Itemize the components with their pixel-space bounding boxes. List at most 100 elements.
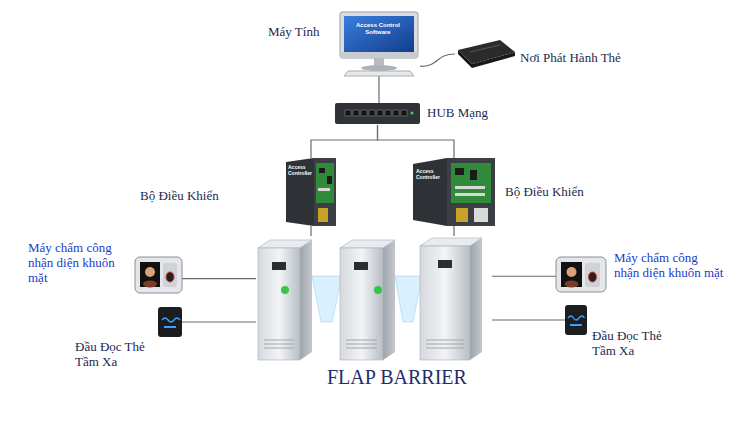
face-terminal-icon-part [145, 267, 155, 277]
controller-icon-part [455, 193, 485, 196]
face-terminal-icon-part [565, 281, 579, 288]
card-issuer-icon-part [470, 45, 500, 52]
network-hub-icon-part [345, 110, 351, 116]
network-hub-icon-part [401, 110, 407, 116]
controller-icon-part [318, 208, 328, 222]
device-label: Máy Tính [268, 24, 319, 39]
cable-line [182, 278, 256, 279]
computer-icon-part [340, 12, 418, 58]
network-hub-icon-part [411, 112, 414, 115]
computer-node: Máy TínhAccess Control Software [338, 12, 420, 76]
device-label: Máy chấm công nhận diện khuôn mặt [614, 250, 724, 280]
flap-barrier-illustration-part [426, 340, 464, 341]
controller-icon-part [474, 208, 488, 222]
flap-barrier-illustration-part [300, 240, 312, 360]
controller-icon-part [314, 158, 336, 226]
card-reader-icon-part [570, 324, 582, 326]
face-terminal-icon-part [135, 257, 182, 293]
computer-icon-part [340, 52, 418, 58]
card-reader-icon-part [565, 305, 587, 335]
flap-barrier-illustration-part [312, 276, 342, 322]
controller-icon-part [286, 158, 314, 226]
device-label: Bộ Điều Khiển [505, 184, 584, 199]
cable-line [378, 125, 455, 158]
device-label: Máy chấm công nhận diện khuôn mặt [28, 240, 128, 285]
barrier-node: FLAP BARRIER [256, 236, 492, 362]
face-terminal-icon-part [163, 263, 177, 287]
controller-icon-part [316, 163, 334, 203]
card-reader-icon [158, 307, 182, 337]
flap-barrier-illustration-part [426, 344, 464, 345]
device-label: Đầu Đọc Thẻ Tầm Xa [592, 328, 672, 358]
face-terminal-node: Máy chấm công nhận diện khuôn mặt [556, 257, 606, 292]
card-issuer-icon-part [458, 50, 472, 68]
controller-icon-part [413, 158, 447, 226]
card-reader-icon-part [158, 307, 182, 337]
network-hub-icon-part [353, 110, 359, 116]
network-hub-icon-part [335, 103, 420, 124]
face-terminal-icon-part [585, 263, 600, 287]
controller-icon-part [470, 170, 477, 180]
flap-barrier-illustration-part [383, 240, 395, 360]
face-terminal-node: Máy chấm công nhận diện khuôn mặt [135, 257, 182, 293]
card-reader-icon-part [162, 318, 180, 322]
network-hub-icon [335, 103, 420, 124]
card-reader-node: Đầu Đọc Thẻ Tầm Xa [158, 307, 182, 337]
flap-barrier-illustration [258, 238, 482, 360]
flap-barrier-illustration-part [346, 348, 377, 349]
controller-icon-part [456, 208, 468, 222]
cable-line [378, 76, 379, 103]
device-label: HUB Mạng [427, 105, 488, 120]
flap-barrier-illustration-part [395, 276, 422, 322]
flap-barrier-illustration-part [340, 248, 383, 360]
card-reader-icon-part [164, 326, 176, 328]
card-issuer-node: Nơi Phát Hành Thẻ [455, 38, 517, 70]
network-hub-icon-part [385, 110, 391, 116]
panel-text: Access Controller [288, 164, 314, 176]
face-terminal-icon-part [140, 262, 160, 287]
card-reader-icon-part [568, 316, 585, 320]
computer-icon [340, 12, 418, 76]
flap-barrier-illustration-part [272, 262, 286, 270]
controller-icon [413, 158, 495, 226]
cable-line [311, 125, 378, 158]
flap-barrier-illustration-part [264, 340, 294, 341]
face-terminal-icon-part [589, 272, 597, 282]
face-terminal-icon-part [561, 262, 582, 287]
network-hub-icon-part [393, 110, 399, 116]
flap-barrier-illustration-part [264, 344, 294, 345]
network-hub-node: HUB Mạng [335, 103, 420, 125]
computer-icon-part [374, 58, 384, 66]
screen-text: Access Control Software [346, 22, 410, 36]
face-terminal-icon [135, 257, 182, 293]
flap-barrier-illustration-part [264, 348, 294, 349]
controller-icon-part [455, 186, 485, 189]
network-hub-icon-part [361, 110, 367, 116]
face-terminal-icon-part [143, 281, 157, 288]
face-terminal-icon [556, 257, 606, 292]
controller-icon-part [319, 168, 325, 173]
computer-icon-part [344, 16, 414, 52]
controller-node: Bộ Điều KhiểnAccess Controller [413, 158, 495, 226]
panel-text: Access Controller [416, 168, 446, 180]
face-terminal-icon-part [166, 272, 174, 282]
network-hub-icon-part [377, 110, 383, 116]
cable-line [420, 54, 455, 66]
cable-line [453, 226, 454, 236]
controller-icon-part [318, 188, 330, 191]
flap-barrier-illustration-part [420, 246, 470, 360]
card-issuer-icon [458, 40, 515, 68]
flap-barrier-illustration-part [374, 286, 382, 294]
barrier-caption: FLAP BARRIER [327, 366, 467, 388]
flap-barrier-illustration-part [258, 248, 300, 360]
card-issuer-icon-part [472, 52, 515, 68]
face-terminal-icon-part [567, 267, 577, 277]
computer-icon-part [361, 65, 397, 71]
controller-icon-part [327, 176, 332, 184]
controller-icon-part [455, 168, 464, 175]
flap-barrier-illustration-part [346, 340, 377, 341]
flap-barrier-illustration-part [438, 260, 452, 268]
flap-barrier-illustration-part [470, 238, 482, 360]
